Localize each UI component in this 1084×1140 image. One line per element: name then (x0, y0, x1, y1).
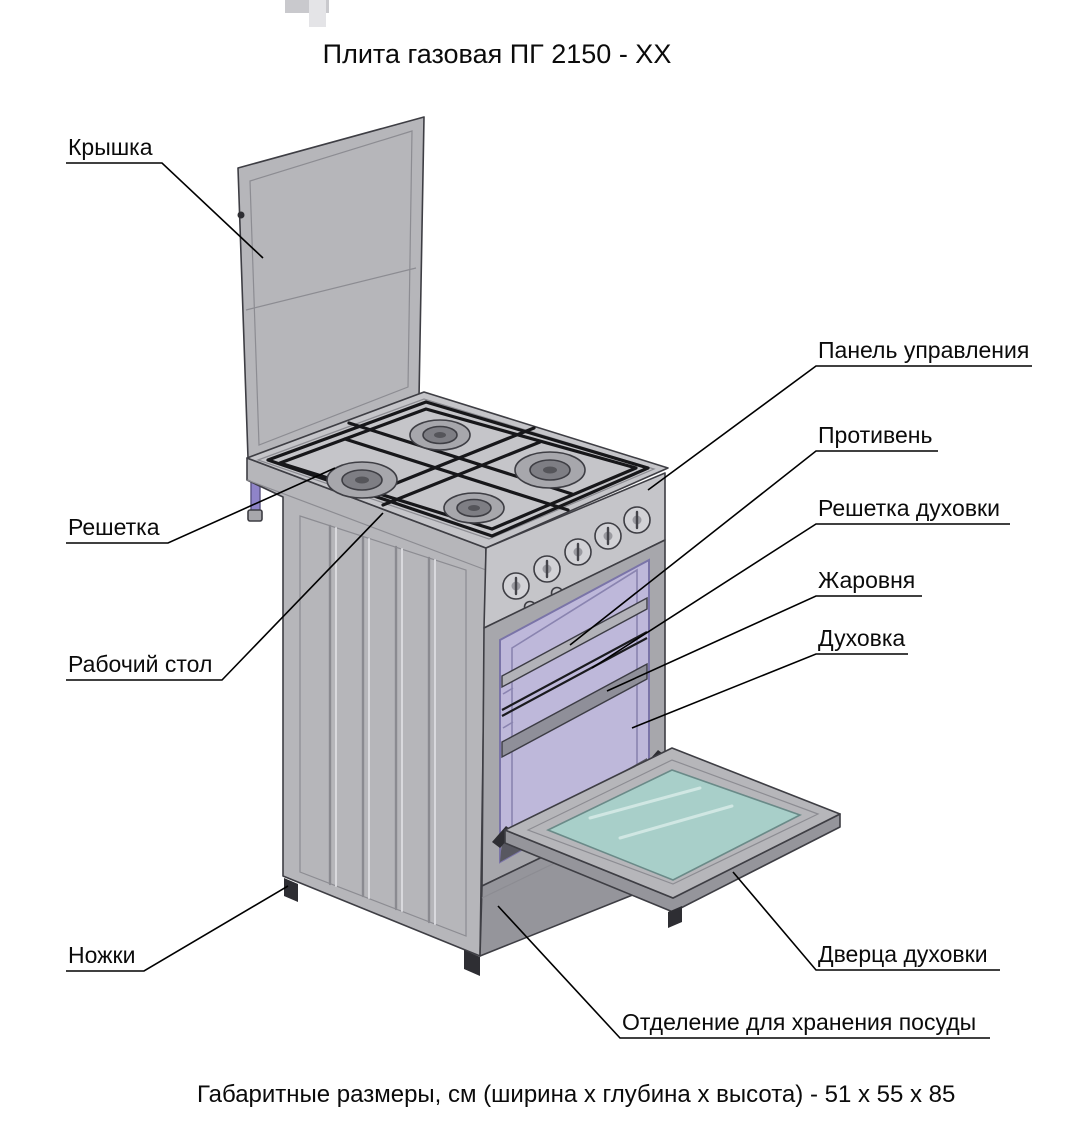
label-storage: Отделение для хранения посуды (622, 1009, 976, 1035)
dimensions-note: Габаритные размеры, см (ширина х глубина… (197, 1081, 955, 1108)
left-recessed-panel (299, 515, 467, 937)
lid-hinge-pin (237, 211, 245, 219)
label-baking-tray: Противень (818, 422, 932, 448)
rack-support (502, 721, 514, 729)
leader-grate (66, 467, 336, 544)
body-left-face (246, 457, 487, 957)
leader-baking-tray (569, 450, 938, 646)
label-lid: Крышка (68, 134, 153, 160)
glass-reflection (618, 804, 734, 840)
oven-door (492, 747, 841, 928)
label-legs: Ножки (68, 942, 135, 968)
label-worktop: Рабочий стол (68, 651, 212, 677)
leader-oven-rack (591, 523, 1010, 669)
lid-crease (245, 267, 417, 311)
burner-knob (502, 572, 530, 600)
leader-oven (631, 653, 908, 729)
label-control-panel: Панель управления (818, 337, 1029, 363)
oven-knob (623, 506, 651, 534)
burner-knob (564, 538, 592, 566)
door-inner-frame (526, 759, 820, 885)
oven-rack (501, 631, 648, 711)
lid-inner-frame (249, 130, 413, 446)
callout-labels: Крышка Решетка Рабочий стол Ножки Панель… (68, 134, 1029, 1035)
burner-left (326, 461, 398, 499)
label-roasting-pan: Жаровня (818, 567, 915, 593)
rack-support (502, 687, 514, 695)
burner-knob (533, 555, 561, 583)
grate-outline-inner (278, 407, 638, 531)
leader-roasting-pan (606, 595, 922, 692)
stove-drawing (237, 116, 841, 976)
leader-control-panel (647, 365, 1032, 491)
glass-reflection (588, 786, 702, 820)
burner-front (443, 492, 505, 524)
worktop-rim (256, 398, 656, 540)
stove-lid (237, 116, 425, 459)
leader-lid (66, 162, 264, 259)
roasting-pan (501, 662, 648, 759)
burner-knob (594, 522, 622, 550)
door-glass (546, 769, 803, 881)
burner-right (514, 451, 586, 489)
baking-tray (501, 596, 648, 689)
grate-bar (381, 440, 542, 507)
door-foot (668, 906, 682, 928)
oven-rack (501, 637, 648, 717)
label-grate: Решетка (68, 514, 160, 540)
grate-outline-outer (266, 400, 650, 538)
grate-bar (375, 426, 536, 493)
burner-back (409, 419, 471, 451)
leader-storage (497, 905, 990, 1039)
worktop-slab-edge (246, 479, 487, 571)
label-oven-door: Дверца духовки (818, 941, 988, 967)
burners (326, 419, 586, 524)
leader-oven-door (732, 871, 1000, 971)
gas-inlet-nut (247, 509, 263, 522)
callout-lines (66, 162, 1032, 1039)
page-title: Плита газовая ПГ 2150 - ХХ (323, 39, 672, 69)
print-artifact (309, 0, 326, 27)
leg-left (284, 878, 298, 902)
leader-legs (66, 885, 289, 972)
label-oven-rack: Решетка духовки (818, 495, 1000, 521)
control-panel (483, 472, 666, 629)
label-oven: Духовка (818, 625, 905, 651)
leader-worktop (66, 512, 384, 681)
leg-front (464, 950, 480, 976)
